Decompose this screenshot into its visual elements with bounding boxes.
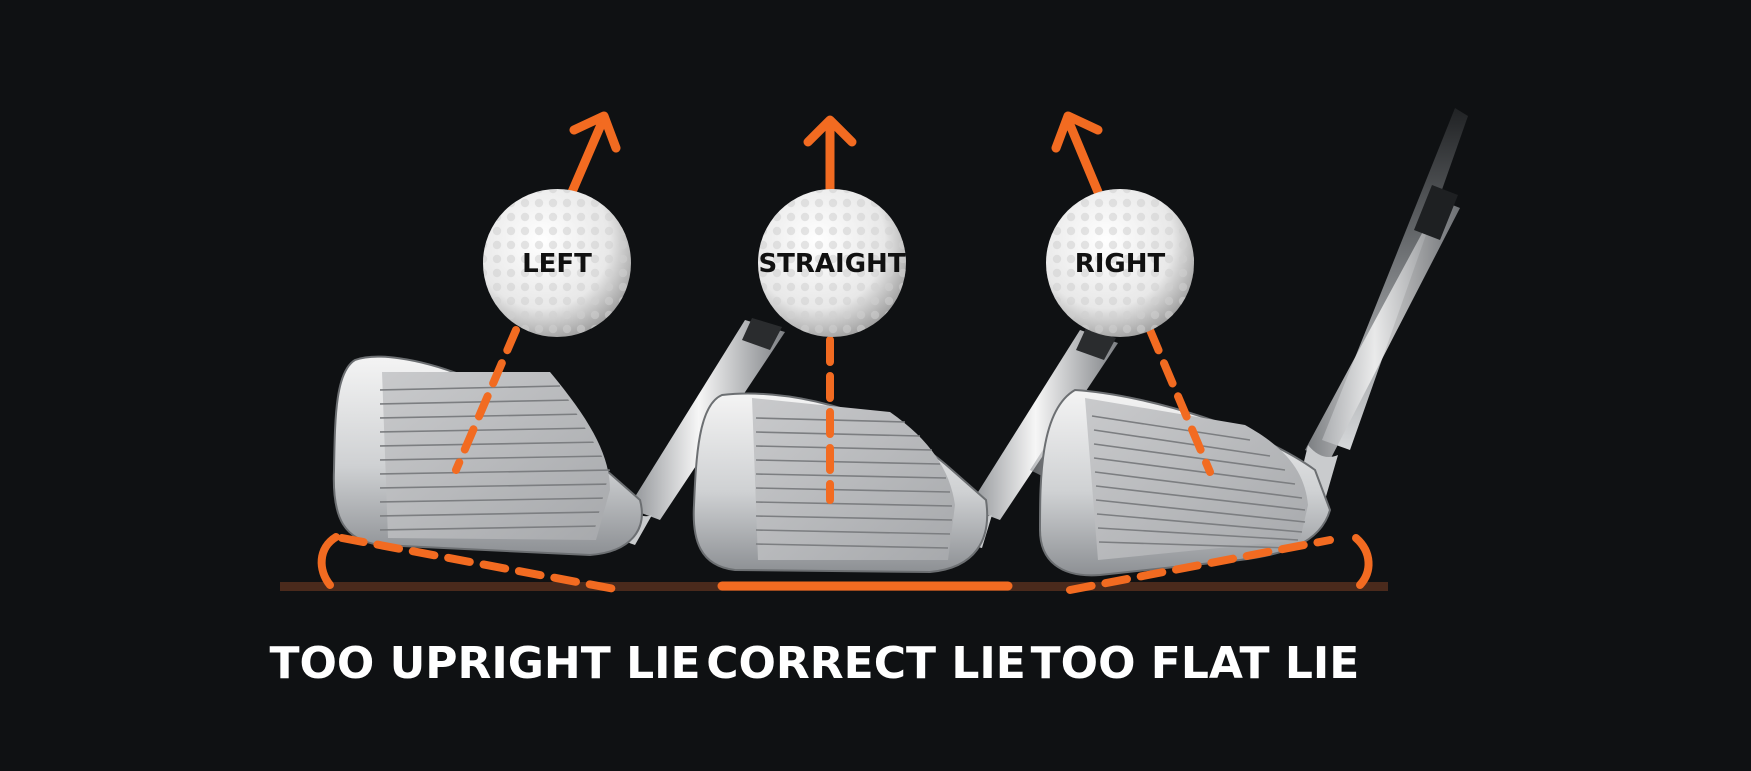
- left-face-line: [452, 326, 520, 474]
- left-arrow-shaft: [567, 115, 608, 197]
- ball-straight: STRAIGHT: [758, 189, 906, 337]
- right-arrow-head: [1051, 111, 1103, 153]
- left-arrow-head: [569, 111, 621, 153]
- club-correct: [692, 328, 1118, 574]
- ball-right: RIGHT: [1046, 189, 1194, 337]
- lie-label-too-flat: TOO FLAT LIE: [1031, 638, 1360, 689]
- straight-arrow-head: [803, 115, 857, 147]
- ball-left-label: LEFT: [522, 249, 592, 279]
- direction-guides: [317, 111, 1373, 594]
- right-face-line: [1146, 326, 1214, 476]
- club-too-flat: [1030, 108, 1468, 577]
- lie-label-correct: CORRECT LIE: [706, 638, 1026, 689]
- upright-sole-line: [338, 534, 624, 594]
- lie-label-too-upright: TOO UPRIGHT LIE: [269, 638, 700, 689]
- ball-left: LEFT: [483, 189, 631, 337]
- flat-sole-line: [1066, 536, 1334, 594]
- upright-sole-gap: [317, 533, 340, 589]
- flat-sole-gap: [1352, 534, 1373, 589]
- ball-right-label: RIGHT: [1075, 249, 1166, 279]
- ball-straight-label: STRAIGHT: [758, 249, 905, 279]
- right-arrow-shaft: [1063, 115, 1103, 197]
- club-too-upright: [332, 318, 785, 557]
